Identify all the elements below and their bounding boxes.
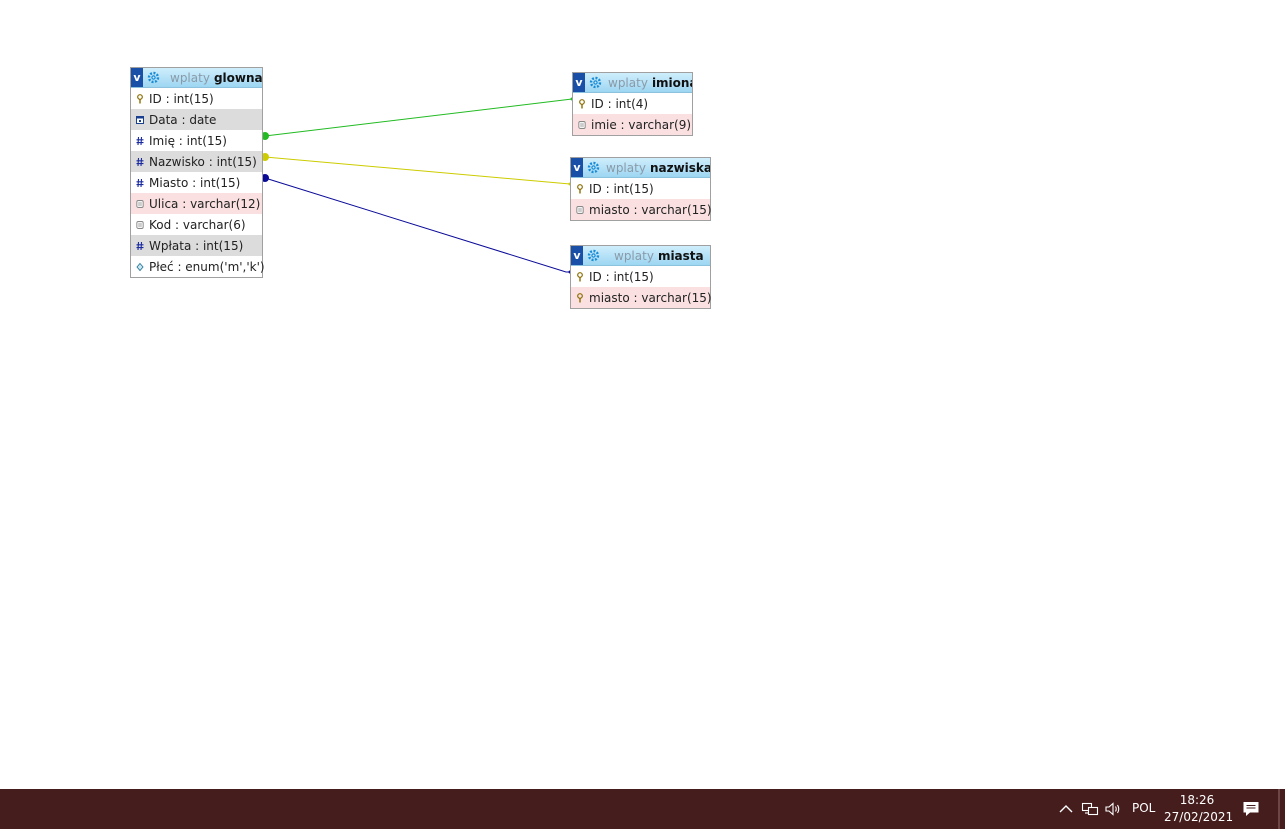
text-icon [576,205,584,215]
column-label: Płeć : enum('m','k') [149,259,265,274]
relation-imie-to-imiona[interactable] [261,97,574,141]
relation-nazwisko-to-nazwiska[interactable] [261,153,572,186]
column-row[interactable]: ID : int(15) [131,88,262,109]
column-label: Imię : int(15) [149,133,227,148]
column-label: Wpłata : int(15) [149,238,244,253]
column-label: imie : varchar(9) [591,117,692,132]
gear-icon[interactable] [147,71,160,84]
number-icon [136,157,144,167]
column-label: ID : int(15) [589,181,654,196]
designer-canvas[interactable]: v wplaty glowna ID : int(15) Data : date… [0,0,1285,789]
database-name: wplaty [608,75,648,90]
clock-date: 27/02/2021 [1164,810,1234,824]
table-imiona[interactable]: v wplaty imiona ID : int(4) imie : varch… [572,72,693,136]
column-row[interactable]: ID : int(4) [573,93,692,114]
text-icon [578,120,586,130]
column-row[interactable]: ID : int(15) [571,266,710,287]
database-name: wplaty [170,70,210,85]
date-icon [136,115,144,125]
text-icon [136,220,144,230]
language-indicator[interactable]: POL [1132,801,1156,815]
database-name: wplaty [606,160,646,175]
gear-icon[interactable] [587,161,600,174]
taskbar: POL 18:26 27/02/2021 [0,789,1285,829]
column-label: ID : int(15) [589,269,654,284]
text-icon [136,199,144,209]
toggle-icon[interactable]: v [131,68,143,87]
chevron-up-icon[interactable] [1058,801,1074,817]
key-icon [136,93,144,104]
enum-icon [136,262,144,272]
column-row[interactable]: ID : int(15) [571,178,710,199]
table-header[interactable]: v wplaty glowna [131,68,262,88]
column-row[interactable]: imie : varchar(9) [573,114,692,135]
table-name: imiona [651,75,692,90]
table-header[interactable]: v wplaty miasta [571,246,710,266]
number-icon [136,241,144,251]
network-icon[interactable] [1081,800,1099,818]
column-label: Data : date [149,112,217,127]
column-row[interactable]: Data : date [131,109,262,130]
column-row[interactable]: Imię : int(15) [131,130,262,151]
volume-icon[interactable] [1104,800,1122,818]
key-icon [576,183,584,194]
relation-lines [261,97,574,274]
key-icon [578,98,586,109]
table-glowna[interactable]: v wplaty glowna ID : int(15) Data : date… [130,67,265,278]
toggle-icon[interactable]: v [571,158,583,177]
column-label: Nazwisko : int(15) [149,154,257,169]
toggle-icon[interactable]: v [573,73,585,92]
column-row[interactable]: Wpłata : int(15) [131,235,262,256]
column-label: Miasto : int(15) [149,175,241,190]
column-row[interactable]: Ulica : varchar(12) [131,193,262,214]
key-icon [576,292,584,303]
column-label: miasto : varchar(15) [589,290,712,305]
table-miasta[interactable]: v wplaty miasta ID : int(15) miasto : va… [570,245,712,309]
column-label: Ulica : varchar(12) [149,196,261,211]
column-label: Kod : varchar(6) [149,217,246,232]
table-header[interactable]: v wplaty imiona [573,73,692,93]
show-desktop-button[interactable] [1278,789,1280,829]
column-row[interactable]: Nazwisko : int(15) [131,151,262,172]
column-row[interactable]: miasto : varchar(15) [571,287,712,308]
number-icon [136,178,144,188]
database-name: wplaty [614,248,654,263]
table-header[interactable]: v wplaty nazwiska [571,158,710,178]
table-nazwiska[interactable]: v wplaty nazwiska ID : int(15) miasto : … [570,157,712,221]
column-row[interactable]: miasto : varchar(15) [571,199,712,220]
key-icon [576,271,584,282]
number-icon [136,136,144,146]
clock[interactable]: 18:26 27/02/2021 [1164,792,1234,826]
relation-miasto-to-miasta[interactable] [261,174,572,274]
toggle-icon[interactable]: v [571,246,583,265]
gear-icon[interactable] [589,76,602,89]
column-row[interactable]: Miasto : int(15) [131,172,262,193]
column-row[interactable]: Płeć : enum('m','k') [131,256,265,277]
table-name: miasta [657,248,704,263]
column-label: ID : int(4) [591,96,649,111]
notification-icon[interactable] [1242,800,1260,818]
clock-time: 18:26 [1179,793,1215,807]
table-name: nazwiska [649,160,710,175]
column-row[interactable]: Kod : varchar(6) [131,214,262,235]
gear-icon[interactable] [587,249,600,262]
table-name: glowna [213,70,262,85]
column-label: miasto : varchar(15) [589,202,712,217]
column-label: ID : int(15) [149,91,214,106]
